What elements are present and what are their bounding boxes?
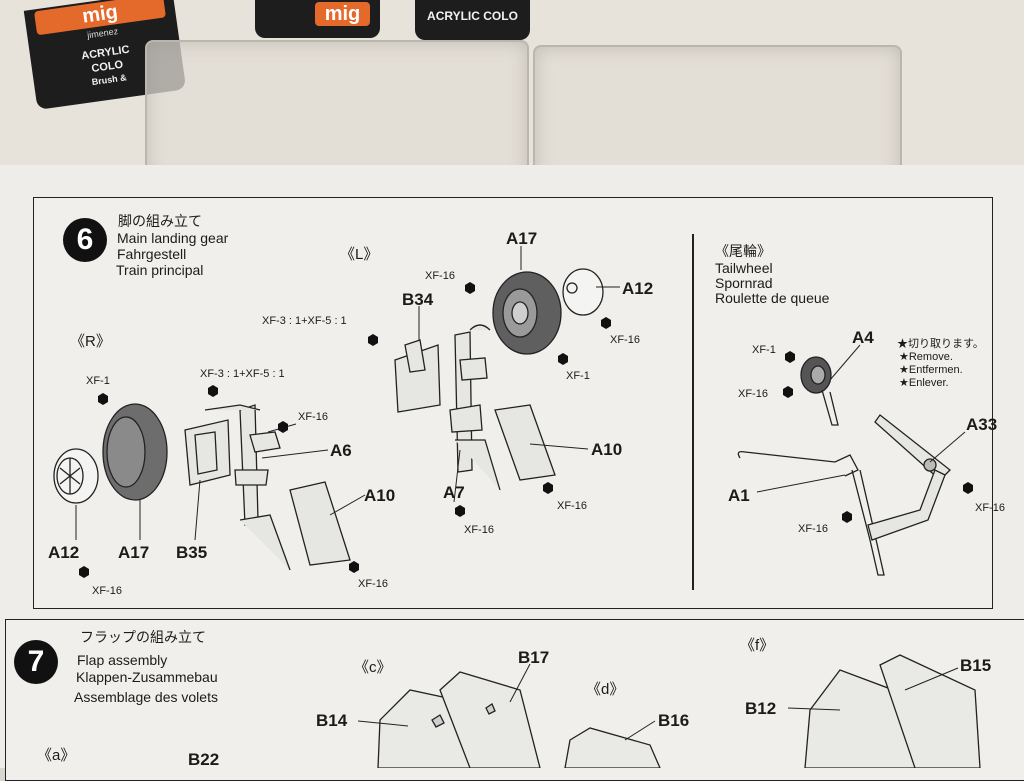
view-label-c: 《c》 xyxy=(354,659,392,676)
paint-label-mix-l: XF-3 : 1+XF-5 : 1 xyxy=(262,315,347,327)
part-label-a33: A33 xyxy=(966,415,998,434)
paint-label-xf1-r: XF-1 xyxy=(86,375,110,387)
part-label-b35: B35 xyxy=(176,543,208,562)
tire-l-drawing xyxy=(492,271,562,355)
view-label-f: 《f》 xyxy=(740,637,775,654)
paint-markers xyxy=(79,282,973,578)
paint-label-xf1-t: XF-1 xyxy=(752,344,776,356)
step7-number: 7 xyxy=(14,640,58,684)
tail-note-fr: ★Enlever. xyxy=(899,377,949,389)
paint-label-xf16-t3: XF-16 xyxy=(975,502,1005,514)
plastic-lid-left xyxy=(145,40,529,184)
paint-label-xf16-r3: XF-16 xyxy=(92,585,122,597)
step6-title-en: Main landing gear xyxy=(117,230,229,246)
part-label-a7: A7 xyxy=(443,483,465,502)
part-label-a12-r: A12 xyxy=(48,543,80,562)
part-label-b12: B12 xyxy=(745,699,777,718)
tail-title-fr: Roulette de queue xyxy=(715,290,830,306)
part-label-a10-r: A10 xyxy=(364,486,396,505)
paint-label-xf1-l: XF-1 xyxy=(566,370,590,382)
tail-note-de: ★Entfermen. xyxy=(899,364,963,376)
paint-label-xf16-l3: XF-16 xyxy=(557,500,587,512)
paint-label-xf16-r1: XF-16 xyxy=(298,411,328,423)
paint-label-xf16-l1: XF-16 xyxy=(425,270,455,282)
step7-title-en: Flap assembly xyxy=(77,652,168,668)
tail-note-jp: ★切り取ります。 xyxy=(897,338,984,350)
tire-r-drawing xyxy=(102,403,168,501)
view-label-d: 《d》 xyxy=(586,681,625,698)
step6-title-fr: Train principal xyxy=(116,262,204,278)
wheel-hub-l-drawing xyxy=(562,268,604,316)
tail-note-en: ★Remove. xyxy=(899,351,953,363)
step6-title-jp: 脚の組み立て xyxy=(118,213,202,229)
part-label-b34: B34 xyxy=(402,290,434,309)
step6-divider xyxy=(692,234,694,590)
part-label-b17: B17 xyxy=(518,648,550,667)
step7-leader-lines xyxy=(357,663,959,741)
paint-jar-3: ACRYLIC COLO xyxy=(415,0,530,40)
paint-label-xf16-t1: XF-16 xyxy=(738,388,768,400)
step7-title-de: Klappen-Zusammebau xyxy=(76,669,218,685)
part-label-a1: A1 xyxy=(728,486,750,505)
view-label-a: 《a》 xyxy=(37,747,76,764)
paint-label-xf16-t2: XF-16 xyxy=(798,523,828,535)
part-label-a17-r: A17 xyxy=(118,543,150,562)
jar-brand: mig xyxy=(315,2,370,26)
part-label-b15: B15 xyxy=(960,656,992,675)
part-label-a6: A6 xyxy=(330,441,352,460)
wheel-hub-r-drawing xyxy=(53,448,99,504)
part-label-b14: B14 xyxy=(316,711,348,730)
tailwheel-drawing xyxy=(737,356,951,576)
part-label-b22: B22 xyxy=(188,750,220,769)
part-label-a10-l: A10 xyxy=(591,440,623,459)
gear-leg-r-drawing xyxy=(184,404,351,571)
part-label-a4: A4 xyxy=(852,328,874,347)
paint-label-mix-r: XF-3 : 1+XF-5 : 1 xyxy=(200,368,285,380)
part-label-a17-l: A17 xyxy=(506,229,538,248)
paint-jar-2: mig xyxy=(255,0,380,38)
paint-label-xf16-l2: XF-16 xyxy=(610,334,640,346)
step6-title-de: Fahrgestell xyxy=(117,246,187,262)
paint-label-xf16-r2: XF-16 xyxy=(358,578,388,590)
view-label-l: 《L》 xyxy=(340,246,379,263)
step7-title-jp: フラップの組み立て xyxy=(80,629,206,645)
gear-leg-l-drawing xyxy=(394,324,556,491)
paint-label-xf16-l4: XF-16 xyxy=(464,524,494,536)
view-label-r: 《R》 xyxy=(70,333,111,350)
step7-title-fr: Assemblage des volets xyxy=(74,689,218,705)
step6-number: 6 xyxy=(63,218,107,262)
tail-title-de: Spornrad xyxy=(715,275,773,291)
jar-line1: ACRYLIC COLO xyxy=(427,9,518,23)
part-label-b16: B16 xyxy=(658,711,690,730)
tail-title-jp: 《尾輪》 xyxy=(715,243,771,259)
tail-title-en: Tailwheel xyxy=(715,260,773,276)
part-label-a12-l: A12 xyxy=(622,279,654,298)
